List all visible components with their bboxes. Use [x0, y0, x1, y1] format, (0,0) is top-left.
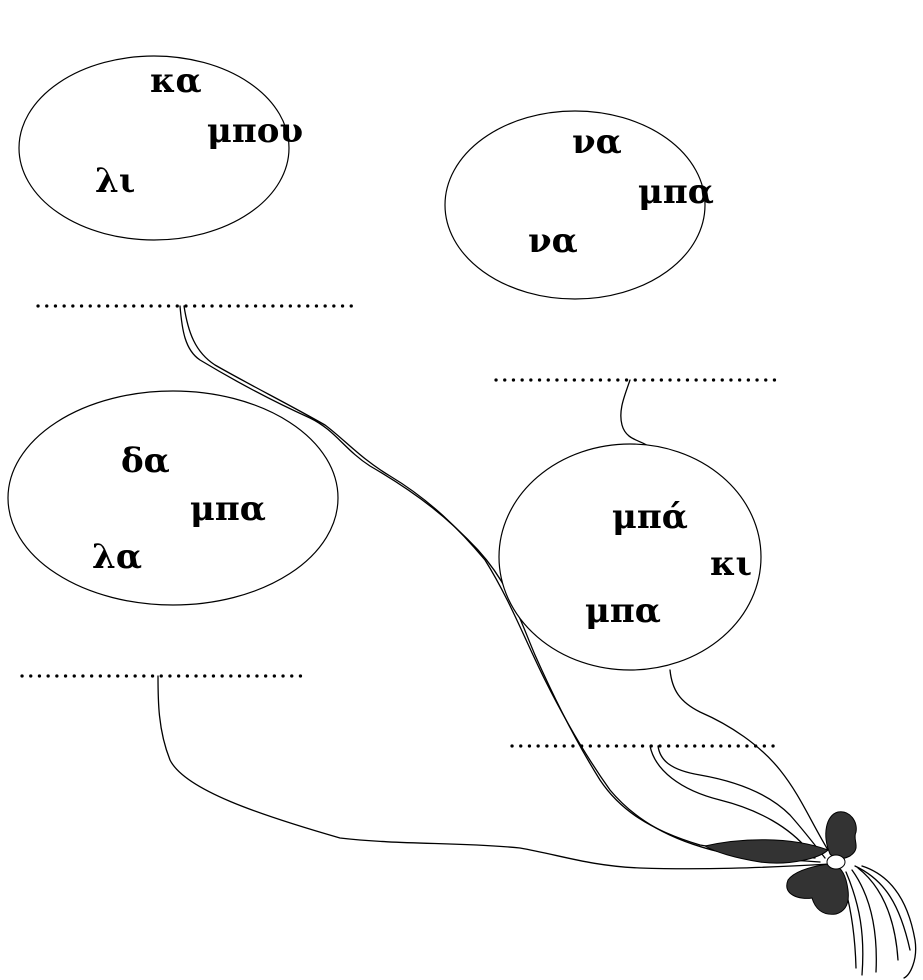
balloon-outline: [18, 55, 290, 241]
balloon-strings: [157, 305, 917, 979]
syllable-2: κι: [710, 544, 752, 584]
syllable-3: να: [528, 221, 578, 261]
balloon-middle-left: δα μπα λα: [7, 390, 339, 606]
balloon-outline: [498, 443, 762, 671]
bow-top-loop: [825, 811, 857, 860]
answer-lines: [20, 304, 778, 748]
bow-bottom-loop: [786, 863, 849, 915]
syllable-3: λα: [92, 537, 142, 577]
syllable-1: μπά: [612, 497, 688, 537]
string-top-left-b: [183, 305, 821, 863]
syllable-1: δα: [121, 441, 170, 481]
string-bottom-line-b: [649, 745, 809, 851]
bow-left-wing: [703, 839, 829, 864]
string-top-right: [620, 379, 649, 447]
balloon-middle-right: μπά κι μπα: [498, 443, 762, 671]
syllable-2: μπα: [190, 489, 266, 529]
syllable-1: να: [572, 122, 622, 162]
syllable-3: μπα: [585, 591, 661, 631]
string-tail-5: [861, 865, 917, 979]
string-middle-left: [157, 675, 831, 870]
balloon-outline: [444, 110, 706, 300]
syllable-2: μπα: [638, 172, 714, 212]
string-bottom-line-a: [657, 745, 826, 859]
string-middle-right: [669, 669, 829, 851]
string-tail-3: [851, 869, 877, 973]
balloon-outline: [7, 390, 339, 606]
balloon-top-right: να μπα να: [444, 110, 714, 300]
bow-knot: [703, 811, 857, 915]
balloon-top-left: κα μπου λι: [18, 55, 303, 241]
string-tail-6: [854, 865, 911, 951]
syllable-1: κα: [150, 61, 202, 101]
string-tail-2: [845, 871, 864, 976]
syllable-2: μπου: [207, 111, 303, 151]
syllable-3: λι: [95, 161, 135, 201]
bow-center: [826, 854, 846, 870]
string-tail-4: [857, 867, 899, 961]
